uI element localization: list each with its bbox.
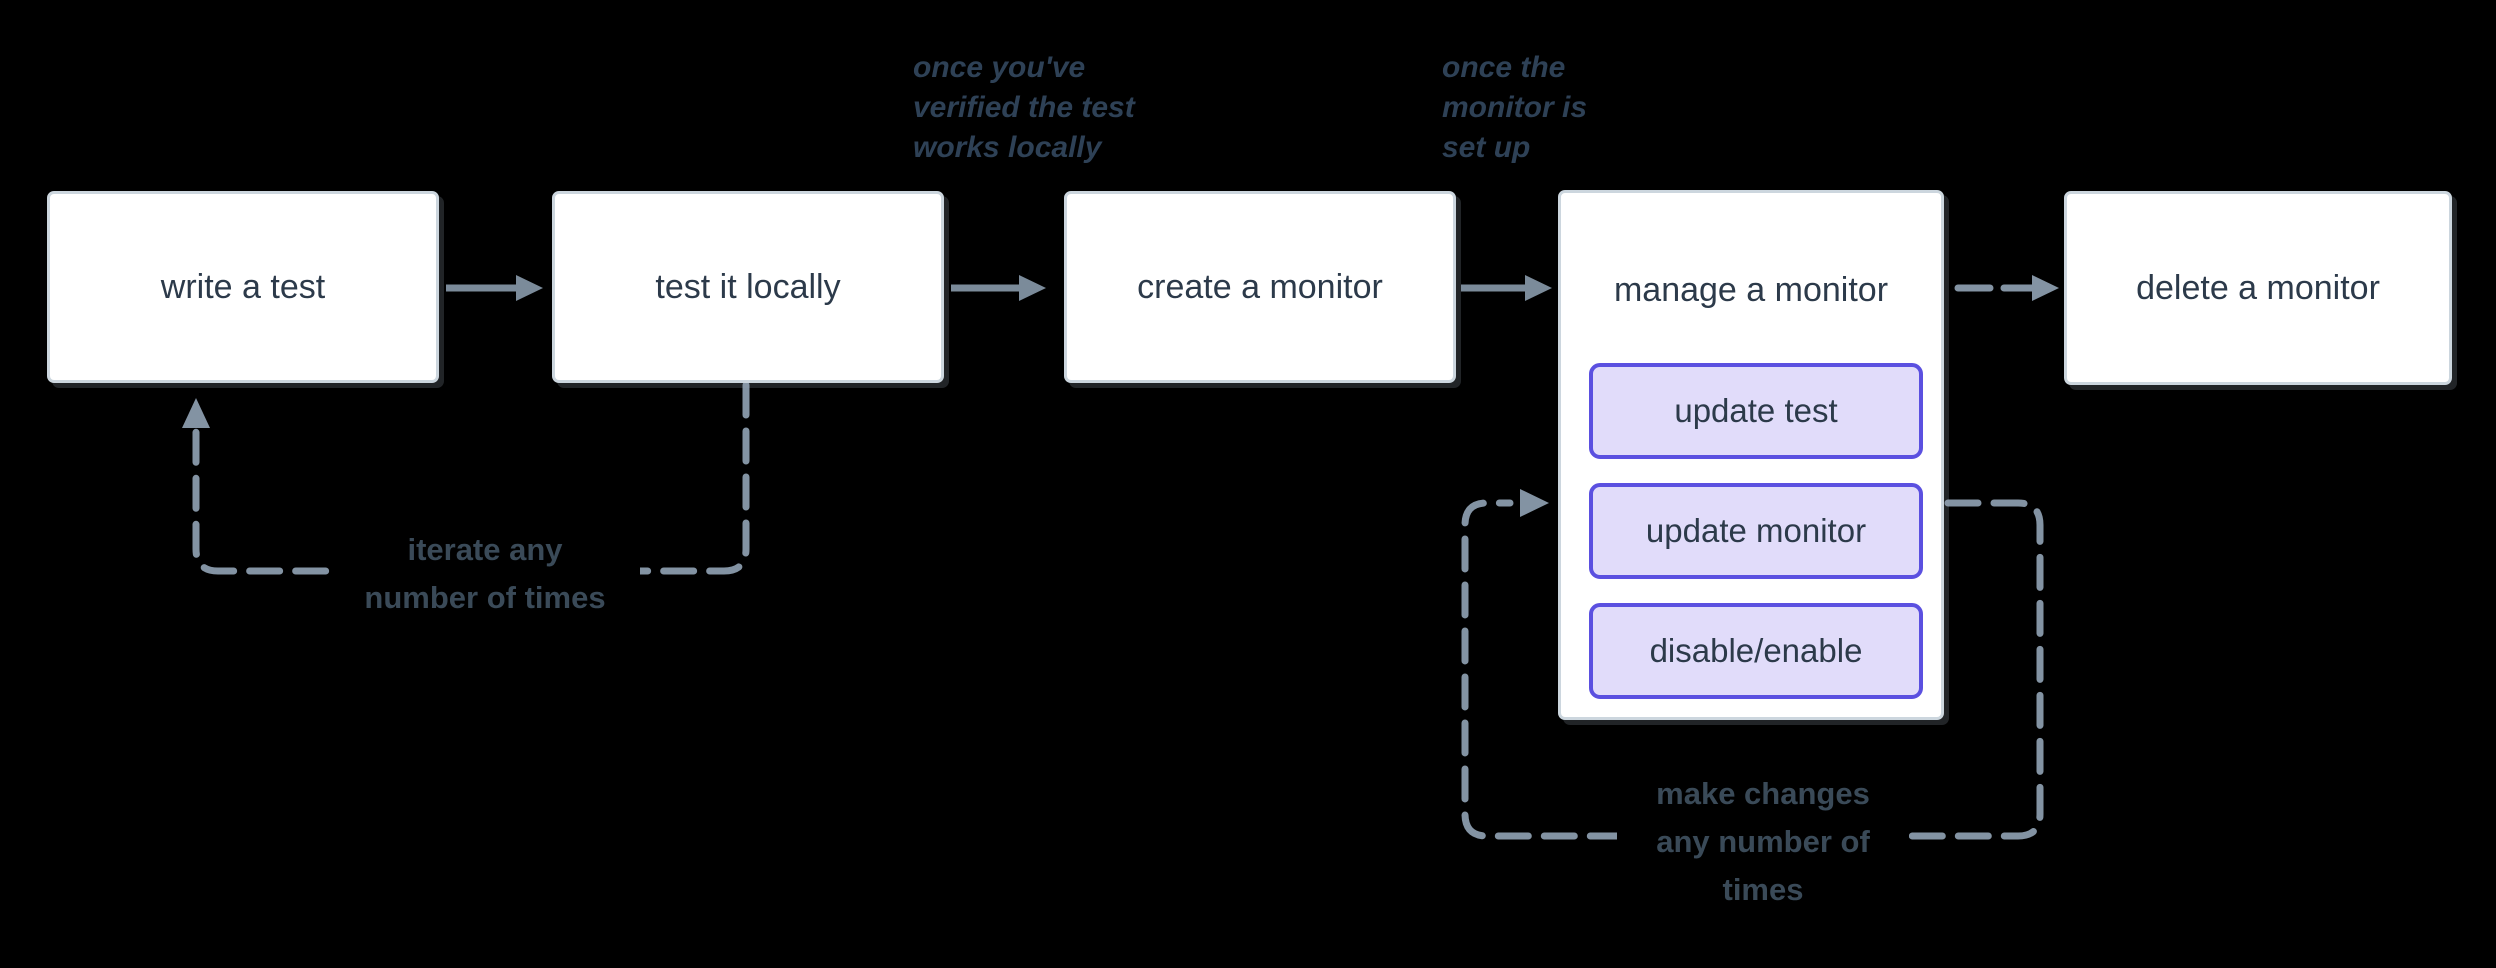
- loop-label-line: any number of: [1656, 824, 1870, 859]
- arrow-write-to-test: [446, 275, 543, 301]
- annotation-line: works locally: [913, 131, 1102, 164]
- node-write-a-test: write a test: [47, 191, 439, 383]
- loop-iterate: [182, 381, 750, 575]
- annotation-line: once the: [1442, 51, 1566, 84]
- label-iterate-loop: iterate any number of times: [330, 522, 640, 626]
- action-update-monitor: update monitor: [1589, 483, 1923, 579]
- node-create-a-monitor: create a monitor: [1064, 191, 1456, 383]
- action-label: update test: [1674, 392, 1838, 429]
- node-label: create a monitor: [1137, 267, 1383, 306]
- loop-label-line: times: [1722, 872, 1804, 907]
- action-disable-enable: disable/enable: [1589, 603, 1923, 699]
- annotation-line: once you've: [913, 51, 1086, 84]
- node-manage-a-monitor: manage a monitor update test update moni…: [1558, 190, 1944, 720]
- action-label: disable/enable: [1649, 632, 1863, 669]
- node-test-it-locally: test it locally: [552, 191, 944, 383]
- arrow-test-to-create: [951, 275, 1046, 301]
- annotation-monitor-setup: once the monitor is set up: [1442, 48, 1587, 168]
- action-update-test: update test: [1589, 363, 1923, 459]
- loop-label-line: make changes: [1656, 776, 1870, 811]
- node-label: delete a monitor: [2136, 268, 2380, 307]
- annotation-line: set up: [1442, 131, 1531, 164]
- annotation-line: monitor is: [1442, 91, 1588, 124]
- annotation-verified-locally: once you've verified the test works loca…: [913, 48, 1135, 168]
- loop-label-line: iterate any: [407, 532, 563, 567]
- node-delete-a-monitor: delete a monitor: [2064, 191, 2452, 385]
- node-label: write a test: [160, 267, 326, 306]
- node-label: manage a monitor: [1613, 271, 1889, 309]
- action-label: update monitor: [1645, 512, 1867, 549]
- annotation-line: verified the test: [913, 91, 1135, 124]
- node-label: test it locally: [655, 267, 841, 306]
- arrow-create-to-manage: [1461, 275, 1552, 301]
- loop-label-line: number of times: [364, 580, 606, 615]
- arrow-manage-to-delete: [1954, 275, 2059, 301]
- label-make-changes-loop: make changes any number of times: [1617, 766, 1909, 918]
